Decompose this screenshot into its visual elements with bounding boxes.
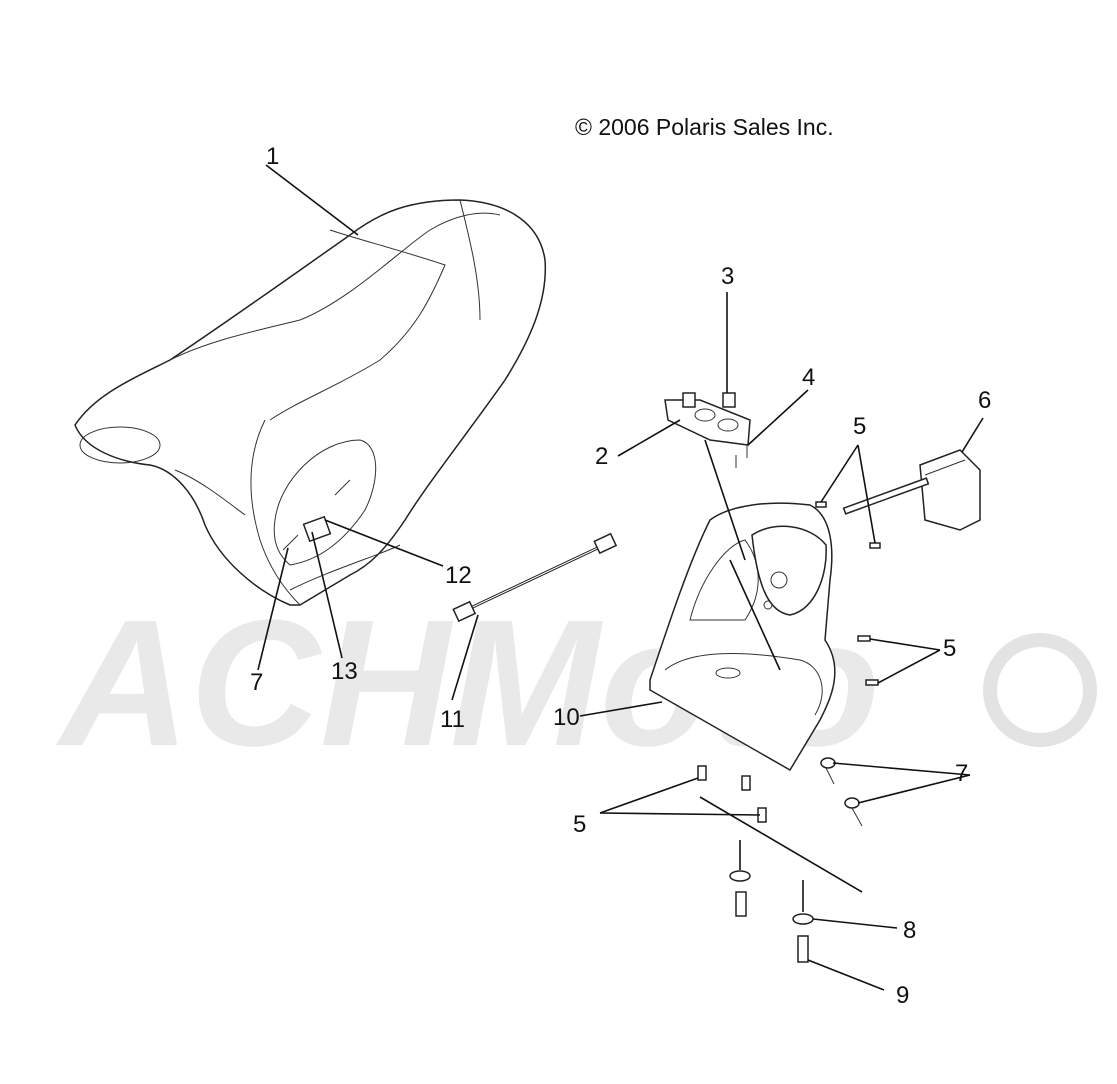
tail-light-part <box>842 449 981 531</box>
bracket-plate-part <box>664 392 751 468</box>
callout-10: 10 <box>553 704 580 731</box>
leader-lines <box>257 164 984 991</box>
callout-7b: 7 <box>955 760 968 787</box>
copyright-notice: © 2006 Polaris Sales Inc. <box>575 114 834 140</box>
callout-11: 11 <box>440 706 465 733</box>
callout-labels: 1 2 3 4 5 6 5 12 7 13 11 10 5 7 8 9 <box>250 143 991 1009</box>
callout-1: 1 <box>266 143 279 170</box>
callout-12: 12 <box>445 562 472 589</box>
callout-8: 8 <box>903 917 916 944</box>
seat-part <box>74 199 547 606</box>
callout-6: 6 <box>978 387 991 414</box>
callout-13: 13 <box>331 658 358 685</box>
callout-3: 3 <box>721 263 734 290</box>
callout-2: 2 <box>595 443 608 470</box>
seat-base-part <box>649 502 836 772</box>
callout-5b: 5 <box>943 635 956 662</box>
callout-7a: 7 <box>250 669 263 696</box>
watermark-wheel-icon <box>983 633 1097 747</box>
callout-5c: 5 <box>573 811 586 838</box>
callout-4: 4 <box>802 364 815 391</box>
harness-part <box>452 532 618 623</box>
callout-9: 9 <box>896 982 909 1009</box>
fasteners <box>697 501 881 963</box>
callout-5a: 5 <box>853 413 866 440</box>
